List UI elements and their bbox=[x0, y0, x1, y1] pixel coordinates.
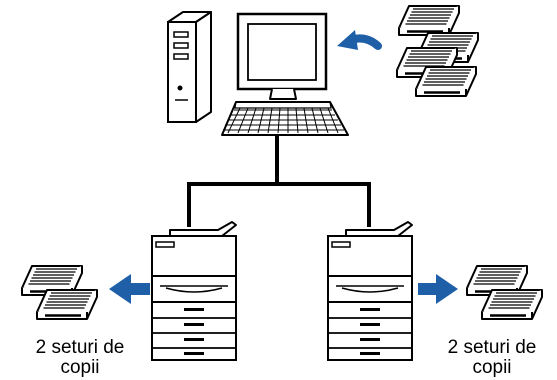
multifunction-printer-icon bbox=[151, 221, 237, 361]
caption-line: copii bbox=[472, 357, 512, 378]
document-stack-icon bbox=[465, 264, 544, 321]
caption-line: 2 seturi de bbox=[35, 337, 125, 358]
multifunction-printer-icon bbox=[327, 221, 413, 361]
output-caption-left: 2 seturi de copii bbox=[15, 338, 145, 378]
keyboard-icon bbox=[221, 101, 349, 136]
computer-tower-icon bbox=[167, 11, 212, 123]
caption-line: copii bbox=[60, 357, 100, 378]
arrow-icon bbox=[337, 30, 382, 50]
monitor-icon bbox=[236, 12, 328, 100]
document-stack-icon bbox=[395, 4, 480, 98]
caption-line: 2 seturi de bbox=[447, 337, 537, 358]
output-caption-right: 2 seturi de copii bbox=[427, 338, 557, 378]
arrow-icon bbox=[109, 274, 150, 304]
document-stack-icon bbox=[20, 264, 99, 321]
arrow-icon bbox=[418, 274, 458, 304]
network-lines bbox=[187, 135, 371, 227]
